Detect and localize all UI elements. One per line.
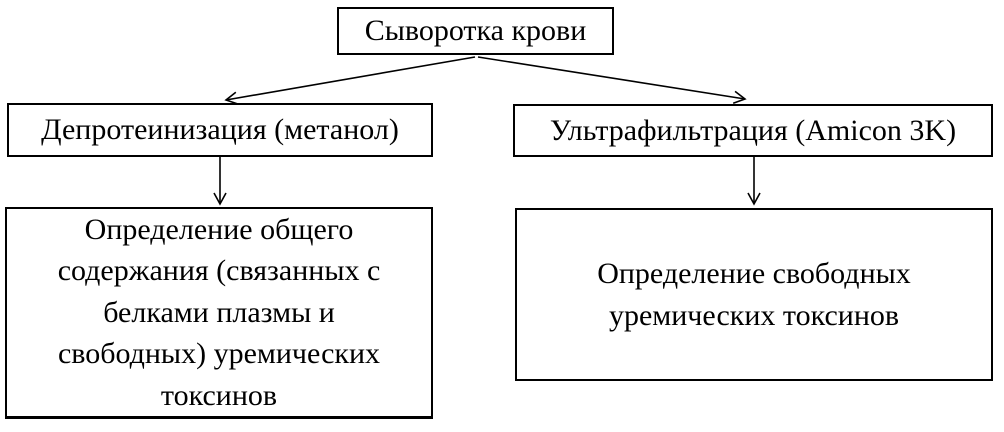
node-free-toxins-determination: Определение свободных уремических токсин… (515, 208, 993, 381)
arrow-root-to-right-method-icon (477, 56, 747, 104)
node-total-toxins-determination: Определение общего содержания (связанных… (5, 207, 433, 419)
node-blood-serum: Сыворотка крови (337, 7, 614, 55)
arrow-root-to-left-method-icon (224, 56, 476, 105)
node-deproteinization-label: Депротеинизация (метанол) (41, 113, 399, 147)
node-ultrafiltration-label: Ультрафильтрация (Amicon 3K) (549, 113, 957, 147)
node-free-toxins-determination-label: Определение свободных уремических токсин… (597, 257, 911, 332)
node-ultrafiltration: Ультрафильтрация (Amicon 3K) (513, 104, 993, 157)
node-total-toxins-determination-label: Определение общего содержания (связанных… (57, 213, 381, 412)
node-blood-serum-label: Сыворотка крови (364, 14, 587, 48)
node-deproteinization: Депротеинизация (метанол) (7, 103, 433, 157)
